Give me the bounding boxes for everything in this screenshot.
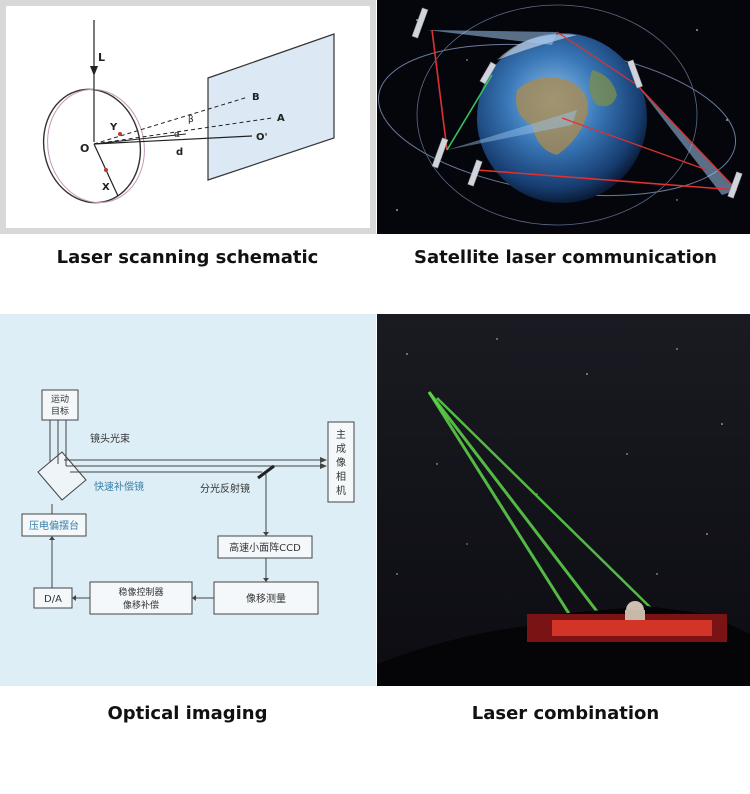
image-shift-label: 像移测量 xyxy=(246,592,286,605)
svg-text:主: 主 xyxy=(336,429,346,441)
label-d: d xyxy=(176,147,183,158)
svg-text:相: 相 xyxy=(336,470,346,483)
beam-splitter-label: 分光反射镜 xyxy=(200,482,250,495)
piezo-label: 压电偏摆台 xyxy=(29,519,79,532)
caption-satellite: Satellite laser communication xyxy=(413,247,717,268)
label-alpha: α xyxy=(174,130,180,140)
caption-laser-scanning: Laser scanning schematic xyxy=(56,247,319,268)
svg-text:成: 成 xyxy=(336,443,346,455)
laser-scanning-diagram: L O Y X B A O' d α β xyxy=(6,6,370,228)
svg-text:机: 机 xyxy=(336,484,346,497)
svg-text:像移补偿: 像移补偿 xyxy=(123,599,159,611)
caption-optical-imaging: Optical imaging xyxy=(107,703,268,724)
label-A: A xyxy=(277,113,285,124)
laser-scanning-panel: L O Y X B A O' d α β xyxy=(0,0,376,234)
da-label: D/A xyxy=(44,594,62,605)
satellite-illustration xyxy=(377,4,743,226)
label-X: X xyxy=(102,182,110,193)
label-B: B xyxy=(252,92,260,103)
fast-comp-mirror-label: 快速补偿镜 xyxy=(94,480,144,493)
ccd-label: 高速小面阵CCD xyxy=(229,541,301,554)
moving-target-line2: 目标 xyxy=(51,405,69,417)
label-Y: Y xyxy=(109,122,118,133)
optical-imaging-diagram: 运动 目标 镜头光束 快速补偿镜 分光反射镜 主 成 像 相 机 高速小面阵CC… xyxy=(21,389,355,615)
label-O: O xyxy=(80,142,89,155)
moving-target-line1: 运动 xyxy=(51,394,69,405)
laser-combination-photo xyxy=(377,314,750,686)
caption-laser-combination: Laser combination xyxy=(471,703,660,724)
laser-combination-panel xyxy=(377,314,750,686)
satellite-panel xyxy=(377,0,750,234)
label-L: L xyxy=(98,51,105,64)
svg-text:稳像控制器: 稳像控制器 xyxy=(118,586,163,598)
optical-imaging-panel: 运动 目标 镜头光束 快速补偿镜 分光反射镜 主 成 像 相 机 高速小面阵CC… xyxy=(0,314,376,686)
label-beta: β xyxy=(188,115,194,125)
lens-beam-label: 镜头光束 xyxy=(90,432,130,445)
svg-text:像: 像 xyxy=(336,457,346,469)
label-O-prime: O' xyxy=(256,132,268,143)
